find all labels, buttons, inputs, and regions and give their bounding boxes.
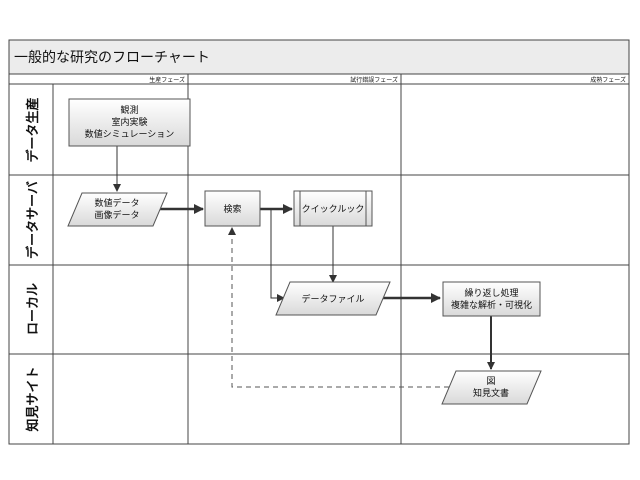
node-search-label: 検索 [223,203,241,215]
node-observation-line-3: 数値シミュレーション [85,128,175,140]
phase-production: 生産フェーズ [149,76,185,84]
node-numeric-data-line-2: 画像データ [94,209,139,221]
arrow-search-to-datafile [260,208,285,302]
lane-label-data-production: データ生産 [25,97,41,162]
lane-label-local: ローカル [26,283,41,335]
phase-trial: 試行錯誤フェーズ [350,76,398,84]
node-observation-line-1: 観測 [120,104,138,116]
node-figure-doc[interactable]: 図 知見文書 [441,370,542,405]
node-observation-line-2: 室内実験 [111,116,147,128]
lane-label-data-server: データサーバ [25,181,41,259]
node-figure-doc-line-1: 図 [486,376,495,387]
phase-header-row [8,73,630,85]
node-observation[interactable]: 観測 室内実験 数値シミュレーション [68,98,191,147]
lane-label-knowledge-site: 知見サイト [25,366,41,431]
node-data-file[interactable]: データファイル [275,281,391,316]
node-numeric-data-line-1: 数値データ [94,197,139,209]
node-data-file-label: データファイル [301,293,364,305]
diagram-title: 一般的な研究のフローチャート [14,50,210,66]
phase-mature: 成熟フェーズ [590,76,626,84]
arrow-doc-to-search-dashed [228,227,449,388]
node-processing-line-2: 複雑な解析・可視化 [451,299,532,311]
node-numeric-data[interactable]: 数値データ 画像データ [67,192,168,227]
node-processing-line-1: 繰り返し処理 [464,287,518,299]
node-figure-doc-line-2: 知見文書 [473,387,509,399]
title-bar [8,39,630,75]
node-processing[interactable]: 繰り返し処理 複雑な解析・可視化 [442,281,541,317]
node-quicklook-label: クイックルック [302,204,365,215]
node-search[interactable]: 検索 [204,190,261,227]
node-quicklook[interactable]: クイックルック [293,190,373,227]
